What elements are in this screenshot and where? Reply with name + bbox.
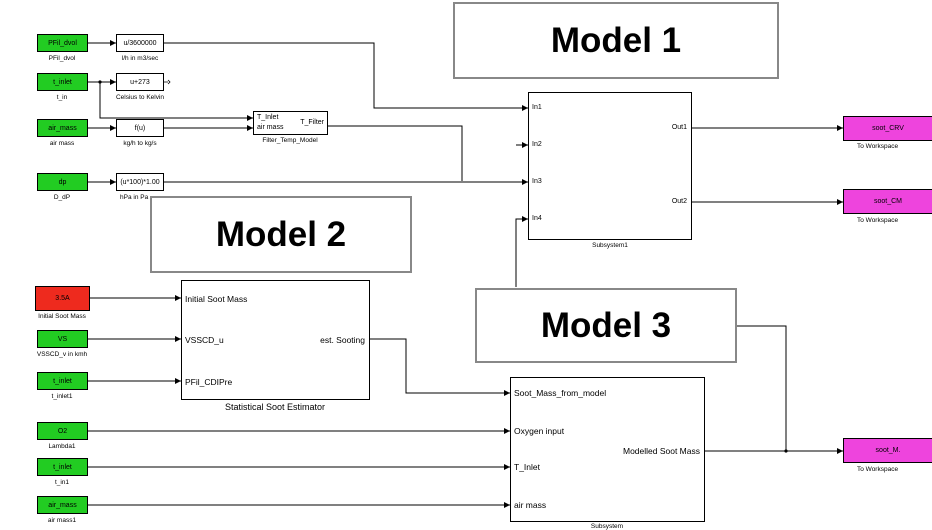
caption-o2: Lambda1 (48, 443, 76, 450)
caption-soot-crv: To Workspace (857, 143, 899, 150)
caption-hpa-to-pa: hPa in Pa (120, 194, 149, 201)
source-o2[interactable]: O2 (37, 422, 88, 440)
caption-soot-estimator: Statistical Soot Estimator (224, 402, 326, 412)
source-t-inlet-top[interactable]: t_inlet (37, 73, 88, 91)
block-lh-to-m3s[interactable]: u/3600000 (116, 34, 164, 52)
block-filter-temp-model[interactable]: T_Inlet air mass T_Filter (253, 111, 328, 135)
subsystem2-input-air-mass: air mass (514, 500, 547, 510)
block-subsystem1[interactable]: In1 In2 In3 In4 Out1 Out2 (528, 92, 692, 240)
block-celsius-to-kelvin[interactable]: u+273 (116, 73, 164, 91)
wire-in4-feed (515, 216, 528, 287)
caption-t-inlet-mid: t_inlet1 (51, 393, 73, 400)
filter-input-t-inlet: T_Inlet (257, 114, 279, 121)
subsystem1-in1: In1 (532, 104, 542, 111)
filter-output: T_Filter (300, 119, 324, 126)
block-soot-estimator[interactable]: Initial Soot Mass VSSCD_u PFil_CDIPre es… (181, 280, 370, 400)
subsystem1-in3: In3 (532, 178, 542, 185)
subsystem2-input-soot: Soot_Mass_from_model (514, 388, 607, 398)
caption-soot-m: To Workspace (857, 466, 899, 473)
estimator-input-pfil: PFil_CDIPre (185, 377, 233, 387)
caption-subsystem1: Subsystem1 (592, 242, 628, 249)
wire-filter-to-in3 (328, 125, 463, 181)
wire-estimator-to-subsystem (370, 338, 510, 396)
subsystem1-in4: In4 (532, 215, 542, 222)
caption-t-inlet-low: t_in1 (54, 479, 70, 486)
caption-air-mass-low: air mass1 (47, 517, 77, 524)
source-pfil-dvol[interactable]: PFil_dvol (37, 34, 88, 52)
source-air-mass-low[interactable]: air_mass (37, 496, 88, 514)
source-dp[interactable]: dp (37, 173, 88, 191)
caption-filter-temp-model: Filter_Temp_Model (262, 137, 318, 144)
caption-vs: VSSCD_v in kmh (36, 351, 88, 358)
wire-model3-feed (736, 325, 787, 451)
wire-tinlet-branch-to-filter (99, 82, 253, 121)
sink-soot-crv[interactable]: soot_CRV (843, 116, 932, 141)
caption-subsystem2: Subsystem (590, 523, 624, 530)
caption-initial-soot: Initial Soot Mass (38, 313, 86, 320)
estimator-output: est. Sooting (320, 335, 365, 345)
model-3-label: Model 3 (475, 288, 737, 363)
estimator-input-vsscd: VSSCD_u (185, 335, 224, 345)
source-initial-soot[interactable]: 3.5A (35, 286, 90, 311)
wire-converter-to-in1 (164, 42, 528, 111)
caption-dp: D_dP (53, 194, 71, 201)
subsystem2-output: Modelled Soot Mass (622, 446, 700, 456)
subsystem2-input-t-inlet: T_Inlet (514, 462, 540, 472)
estimator-input-initial: Initial Soot Mass (185, 294, 248, 304)
caption-soot-cm: To Workspace (857, 217, 899, 224)
sink-soot-cm[interactable]: soot_CM (843, 189, 932, 214)
filter-input-air-mass: air mass (257, 124, 284, 131)
subsystem1-out1: Out1 (671, 124, 687, 131)
model-2-label: Model 2 (150, 196, 412, 273)
source-vs[interactable]: VS (37, 330, 88, 348)
subsystem1-out2: Out2 (671, 198, 687, 205)
source-t-inlet-low[interactable]: t_inlet (37, 458, 88, 476)
caption-lh-to-m3s: l/h in m3/sec (121, 55, 159, 62)
sink-soot-m[interactable]: soot_M. (843, 438, 932, 463)
block-subsystem2[interactable]: Soot_Mass_from_model Oxygen input T_Inle… (510, 377, 705, 522)
caption-kgh-to-kgs: kg/h to kg/s (123, 140, 157, 147)
source-t-inlet-mid[interactable]: t_inlet (37, 372, 88, 390)
caption-pfil-dvol: PFil_dvol (48, 55, 76, 62)
model-1-label: Model 1 (453, 2, 779, 79)
subsystem1-in2: In2 (532, 141, 542, 148)
caption-celsius-to-kelvin: Celsius to Kelvin (115, 94, 165, 101)
caption-air-mass-top: air mass (49, 140, 75, 147)
block-kgh-to-kgs[interactable]: f(u) (116, 119, 164, 137)
caption-t-inlet-top: t_in (56, 94, 68, 101)
block-hpa-to-pa[interactable]: (u*100)*1.00 (116, 173, 164, 191)
source-air-mass-top[interactable]: air_mass (37, 119, 88, 137)
subsystem2-input-oxygen: Oxygen input (514, 426, 565, 436)
